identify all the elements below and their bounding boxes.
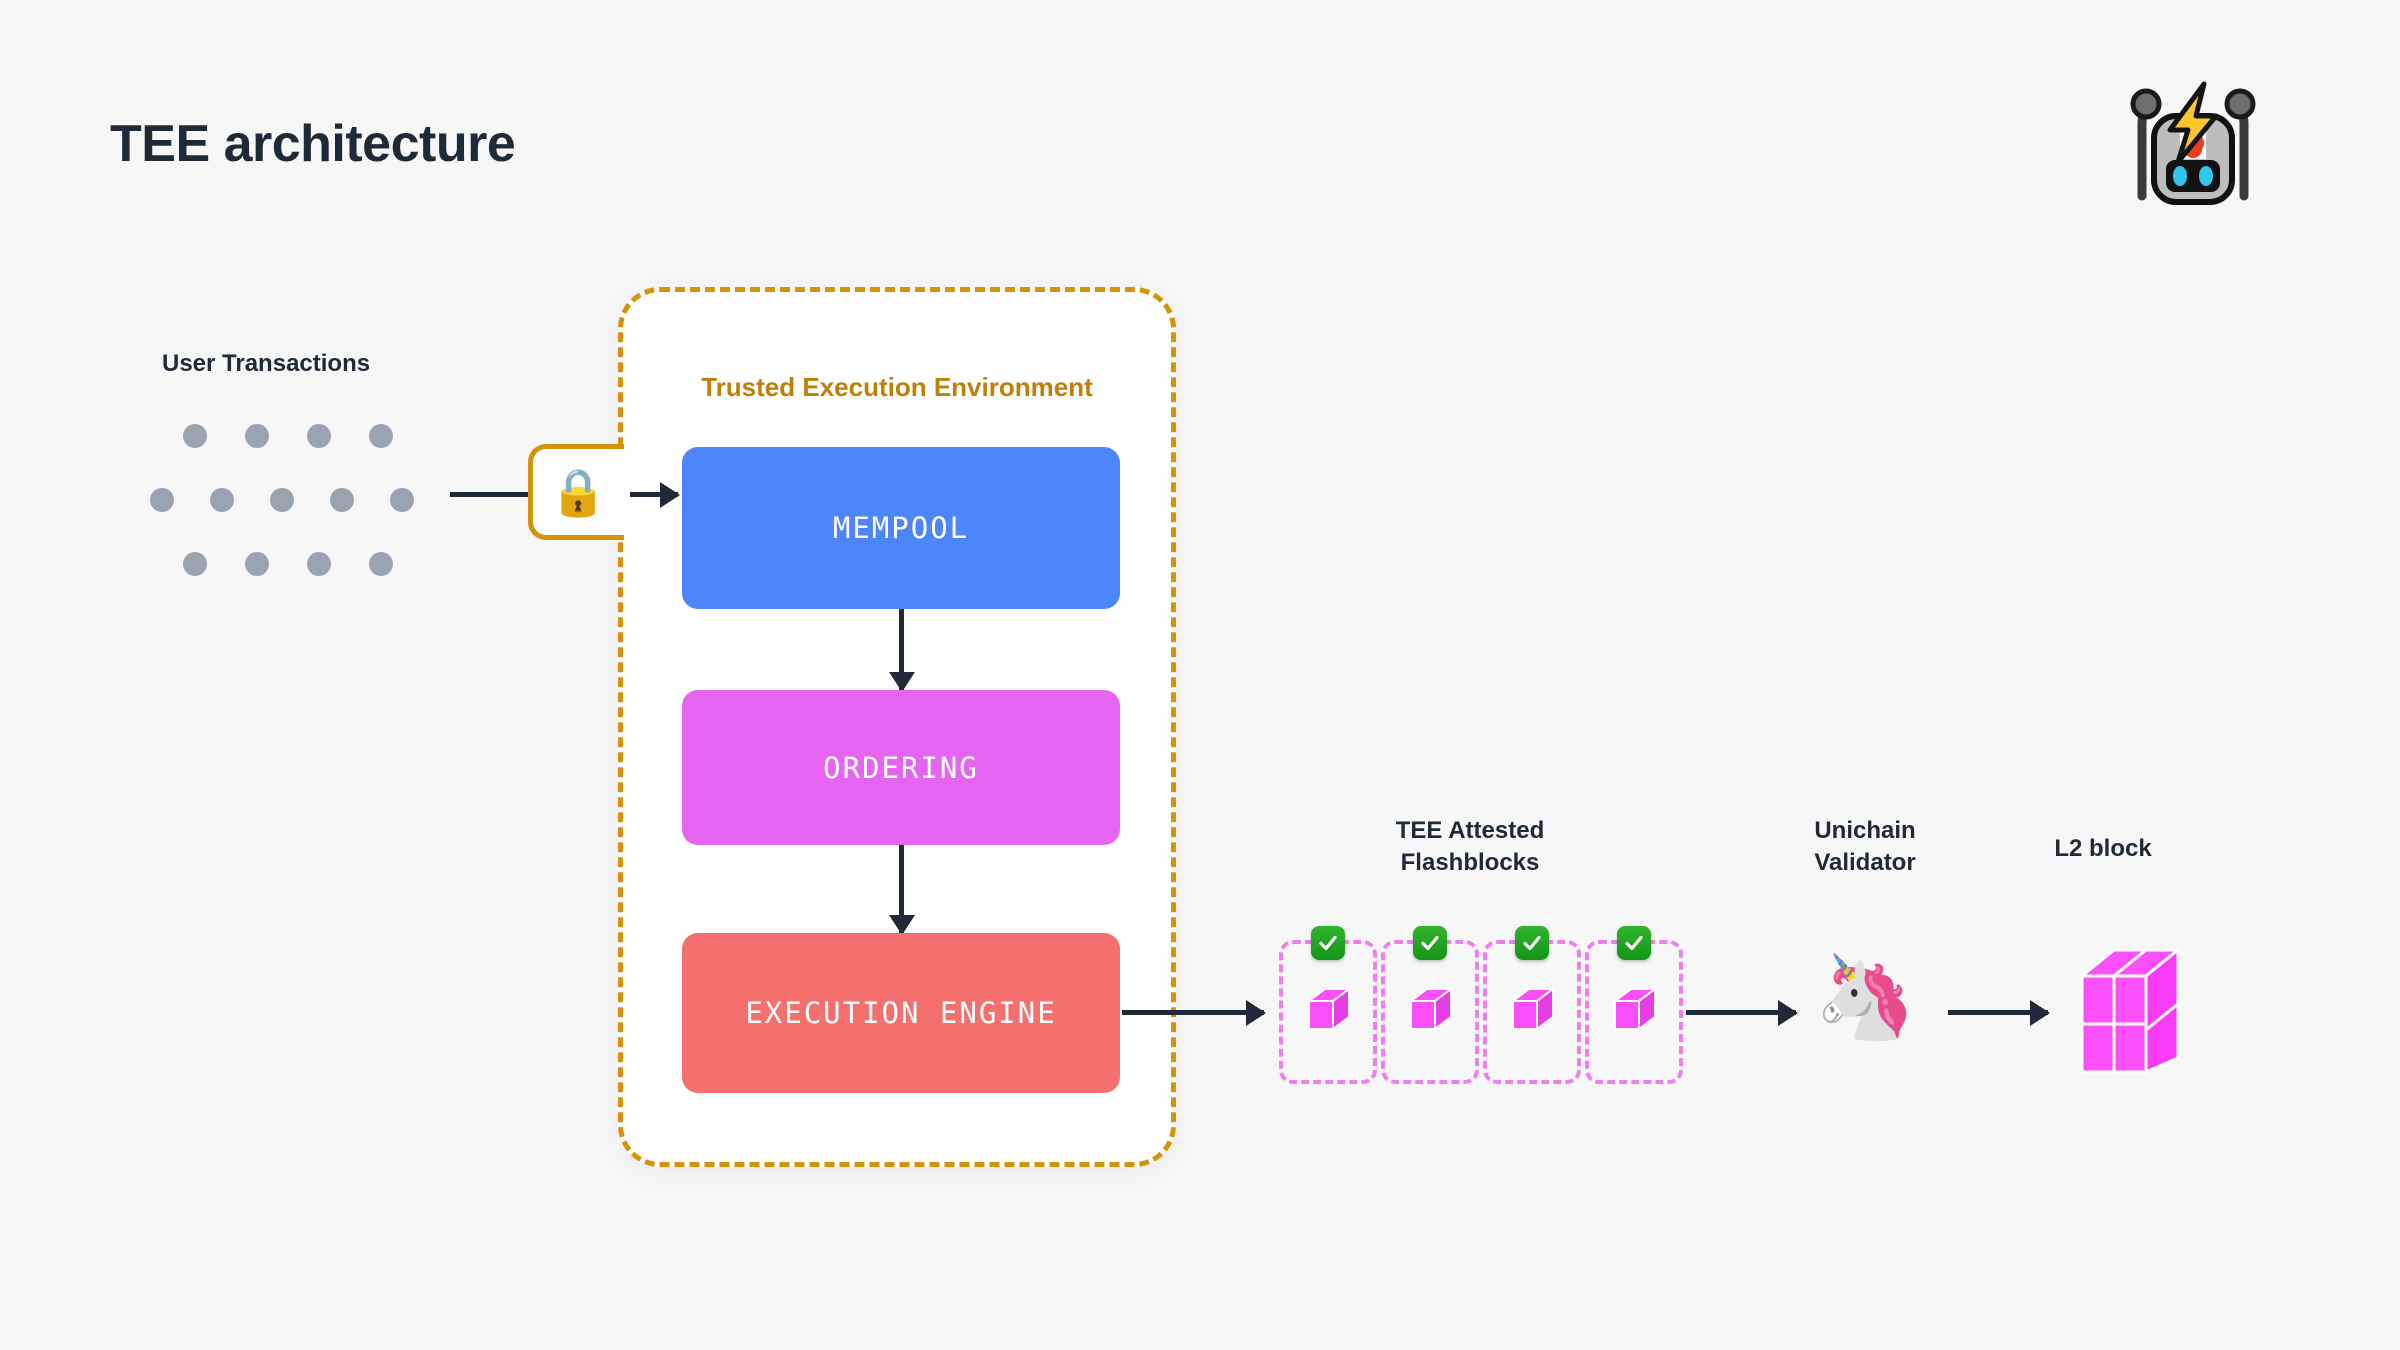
unicorn-icon: 🦄 bbox=[1813, 950, 1917, 1045]
transaction-dot bbox=[369, 552, 393, 576]
flashblocks-label-line1: TEE Attested bbox=[1395, 817, 1545, 844]
flashbots-robot-logo bbox=[2108, 78, 2278, 208]
l2-block-icon bbox=[2070, 940, 2210, 1080]
arrow-lock-to-mempool bbox=[630, 492, 678, 497]
arrow-validator-to-l2-block bbox=[1948, 1010, 2048, 1015]
transaction-dot bbox=[307, 552, 331, 576]
flashblock-item bbox=[1279, 926, 1377, 1084]
arrow-flashblocks-to-validator bbox=[1686, 1010, 1796, 1015]
stage-execution-engine: EXECUTION ENGINE bbox=[682, 933, 1120, 1093]
transaction-dot bbox=[183, 424, 207, 448]
attestation-check-icon bbox=[1617, 926, 1651, 960]
tee-title: Trusted Execution Environment bbox=[701, 372, 1093, 402]
transaction-dot bbox=[307, 424, 331, 448]
dot-row bbox=[150, 488, 414, 512]
lock-icon: 🔒 bbox=[549, 465, 608, 519]
cube-icon bbox=[1408, 987, 1454, 1031]
user-transactions-dots bbox=[150, 410, 450, 590]
flashblocks-label-line2: Flashblocks bbox=[1400, 849, 1540, 877]
encryption-lock-notch: 🔒 bbox=[528, 444, 624, 540]
attestation-check-icon bbox=[1515, 926, 1549, 960]
dot-row bbox=[183, 552, 393, 576]
l2-block-label: L2 block bbox=[2054, 835, 2152, 862]
transaction-dot bbox=[270, 488, 294, 512]
page-title: TEE architecture bbox=[110, 115, 516, 173]
user-transactions-label: User Transactions bbox=[162, 350, 371, 377]
stage-mempool: MEMPOOL bbox=[682, 447, 1120, 609]
transaction-dot bbox=[245, 424, 269, 448]
arrow-ordering-to-execution bbox=[899, 845, 904, 933]
transaction-dot bbox=[210, 488, 234, 512]
arrow-mempool-to-ordering bbox=[899, 609, 904, 690]
cube-icon bbox=[1510, 987, 1556, 1031]
arrow-execution-to-flashblocks bbox=[1122, 1010, 1264, 1015]
flashblock-item bbox=[1381, 926, 1479, 1084]
flashblocks-row bbox=[1279, 926, 1683, 1084]
transaction-dot bbox=[245, 552, 269, 576]
flashblock-item bbox=[1585, 926, 1683, 1084]
transaction-dot bbox=[390, 488, 414, 512]
transaction-dot bbox=[330, 488, 354, 512]
validator-label-line1: Unichain bbox=[1814, 817, 1916, 844]
cube-icon bbox=[1612, 987, 1658, 1031]
cube-icon bbox=[1306, 987, 1352, 1031]
dot-row bbox=[183, 424, 393, 448]
transactions-connector-line bbox=[450, 492, 530, 497]
transaction-dot bbox=[150, 488, 174, 512]
validator-label-line2: Validator bbox=[1814, 849, 1916, 877]
flashblock-item bbox=[1483, 926, 1581, 1084]
transaction-dot bbox=[183, 552, 207, 576]
stage-ordering: ORDERING bbox=[682, 690, 1120, 845]
flashblocks-label: TEE Attested Flashblocks bbox=[1350, 815, 1590, 880]
validator-label: Unichain Validator bbox=[1750, 815, 1980, 880]
attestation-check-icon bbox=[1413, 926, 1447, 960]
attestation-check-icon bbox=[1311, 926, 1345, 960]
transaction-dot bbox=[369, 424, 393, 448]
